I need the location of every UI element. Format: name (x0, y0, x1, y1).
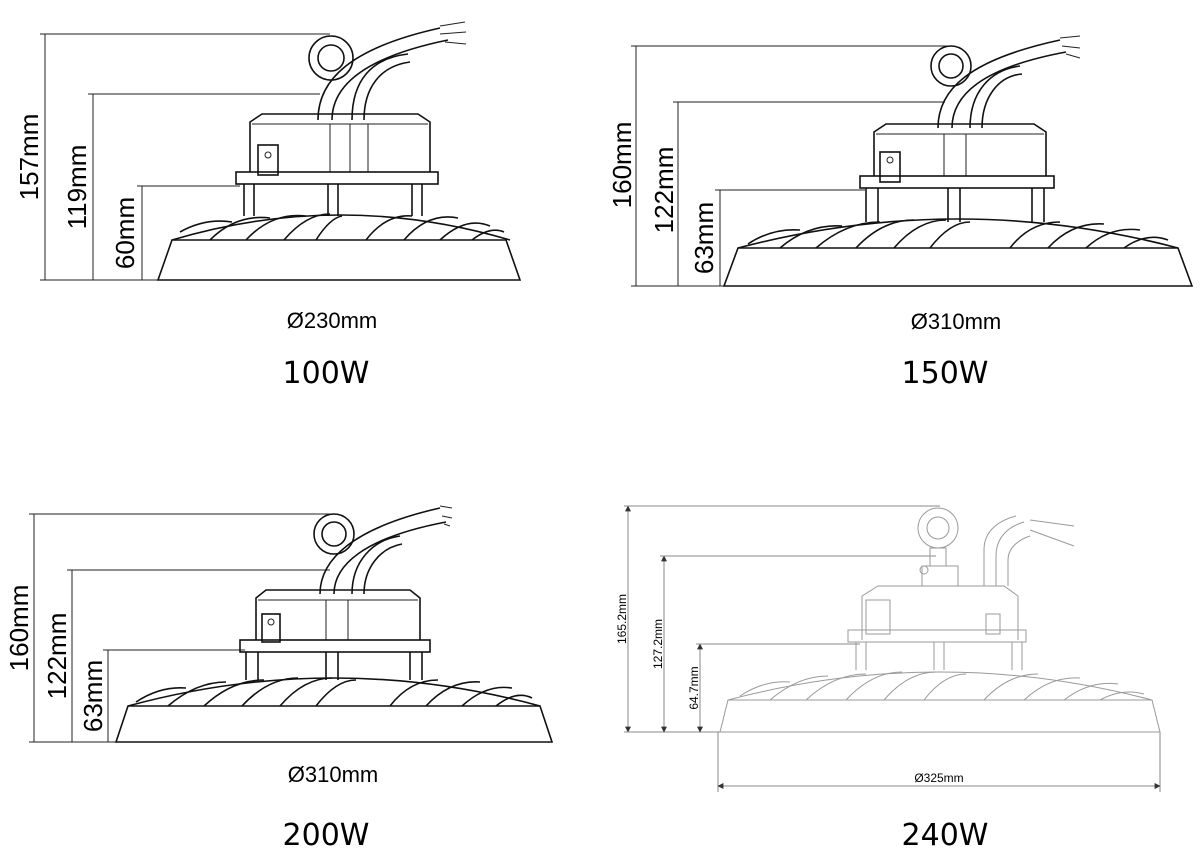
base-height-label: 60mm (110, 197, 140, 269)
body-height-label: 127.2mm (651, 619, 665, 669)
body-height-label: 122mm (42, 613, 72, 700)
diameter-label: Ø310mm (911, 309, 1001, 334)
power-rating-label: 100W (283, 356, 370, 391)
diameter-label: Ø310mm (288, 762, 378, 787)
fixture-150w-drawing: 160mm 122mm 63mm Ø310mm 150W (607, 35, 1194, 391)
overall-height-label: 157mm (14, 114, 44, 201)
diameter-label: Ø325mm (914, 771, 963, 785)
body-height-label: 119mm (62, 145, 92, 230)
fixture-200w-body (114, 505, 554, 743)
overall-height-label: 165.2mm (615, 594, 629, 644)
dimension-lines-240w (624, 505, 1161, 792)
power-rating-label: 150W (902, 356, 989, 391)
overall-height-label: 160mm (4, 585, 34, 672)
base-height-label: 64.7mm (687, 666, 701, 709)
base-height-label: 63mm (689, 202, 719, 274)
overall-height-label: 160mm (607, 122, 637, 209)
fixture-200w-drawing: 160mm 122mm 63mm Ø310mm 200W (4, 505, 554, 853)
fixture-100w-drawing: 157mm 119mm 60mm Ø230mm 100W (14, 21, 522, 391)
body-height-label: 122mm (649, 147, 679, 234)
dimension-lines-100w (40, 33, 330, 281)
fixture-150w-body (722, 35, 1194, 287)
power-rating-label: 200W (283, 818, 370, 853)
dimension-lines-200w (29, 513, 335, 743)
dimension-lines-150w (631, 45, 950, 287)
fixture-240w-body (719, 507, 1161, 733)
fixture-100w-body (156, 21, 522, 281)
diameter-label: Ø230mm (287, 308, 377, 333)
power-rating-label: 240W (902, 818, 989, 853)
fixture-240w-drawing: 165.2mm 127.2mm 64.7mm Ø325mm 240W (615, 505, 1161, 853)
base-height-label: 63mm (78, 660, 108, 732)
